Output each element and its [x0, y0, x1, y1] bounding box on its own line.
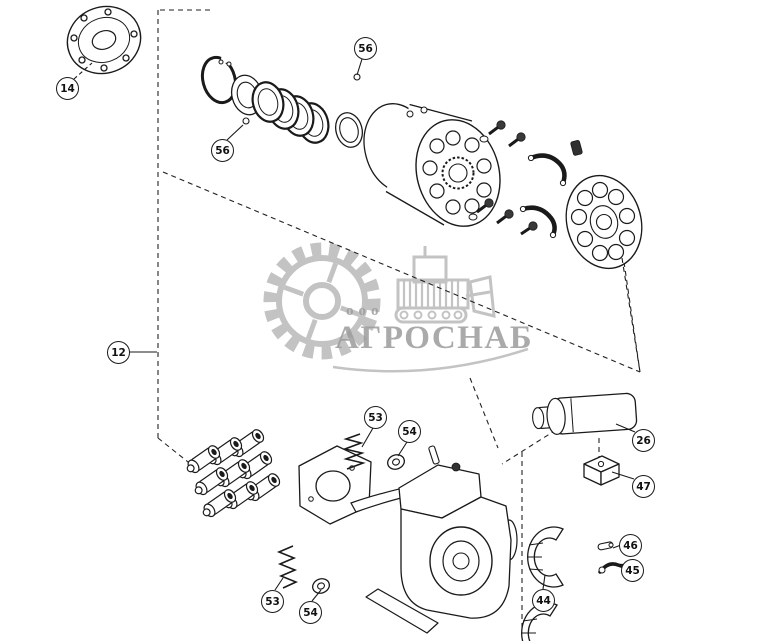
callout-56-left: 56: [211, 139, 234, 162]
callout-44: 44: [532, 589, 555, 612]
clamp-half-upper: [527, 526, 564, 588]
mounting-foot: [365, 588, 439, 634]
washer-upper: [387, 454, 405, 470]
callout-54-upper: 54: [398, 420, 421, 443]
callout-47: 47: [632, 475, 655, 498]
housing-stud: [428, 445, 440, 465]
piston-cluster: [183, 427, 283, 521]
coil-spring-upper: [342, 433, 366, 470]
callout-53-lower: 53: [261, 590, 284, 613]
clip-46: [597, 541, 614, 551]
clamp-half-lower: [521, 602, 558, 641]
callout-56-top: 56: [354, 37, 377, 60]
callout-54-lower: 54: [299, 601, 322, 624]
watermark-logo: [263, 242, 529, 373]
coil-spring-lower: [276, 545, 299, 589]
callout-26: 26: [632, 429, 655, 452]
snap-ring: [200, 55, 238, 105]
seal-ring: [335, 112, 363, 148]
callout-12: 12: [107, 341, 130, 364]
watermark-tractor-icon: [394, 246, 496, 324]
pump-housing: [365, 445, 518, 634]
washer-lower: [312, 578, 330, 594]
watermark-gear-icon: [263, 242, 381, 360]
alignment-pin-left: [242, 117, 250, 125]
callout-46: 46: [619, 534, 642, 557]
spring-washer-stack: [251, 81, 330, 144]
watermark-company-prefix: ооо: [346, 303, 384, 319]
end-cap-plate: [66, 5, 142, 75]
callout-53-upper: 53: [364, 406, 387, 429]
mounting-bolts: [468, 120, 538, 236]
cylinder-block-bores: [422, 130, 492, 215]
housing-screw: [451, 462, 461, 472]
construction-lines: [157, 9, 641, 630]
cylinder-block: [363, 103, 501, 227]
watermark-underline: [332, 347, 529, 373]
finger-retainers: [519, 153, 567, 239]
callout-45: 45: [621, 559, 644, 582]
callout-14: 14: [56, 77, 79, 100]
swash-retainer-plate: [298, 445, 372, 525]
spacer-block: [583, 455, 620, 486]
watermark-company-name: АГРОСНАБ: [335, 320, 534, 356]
charge-cylinder: [532, 392, 638, 435]
leader-lines: [73, 58, 641, 602]
retainer-plate-right: [565, 174, 643, 270]
